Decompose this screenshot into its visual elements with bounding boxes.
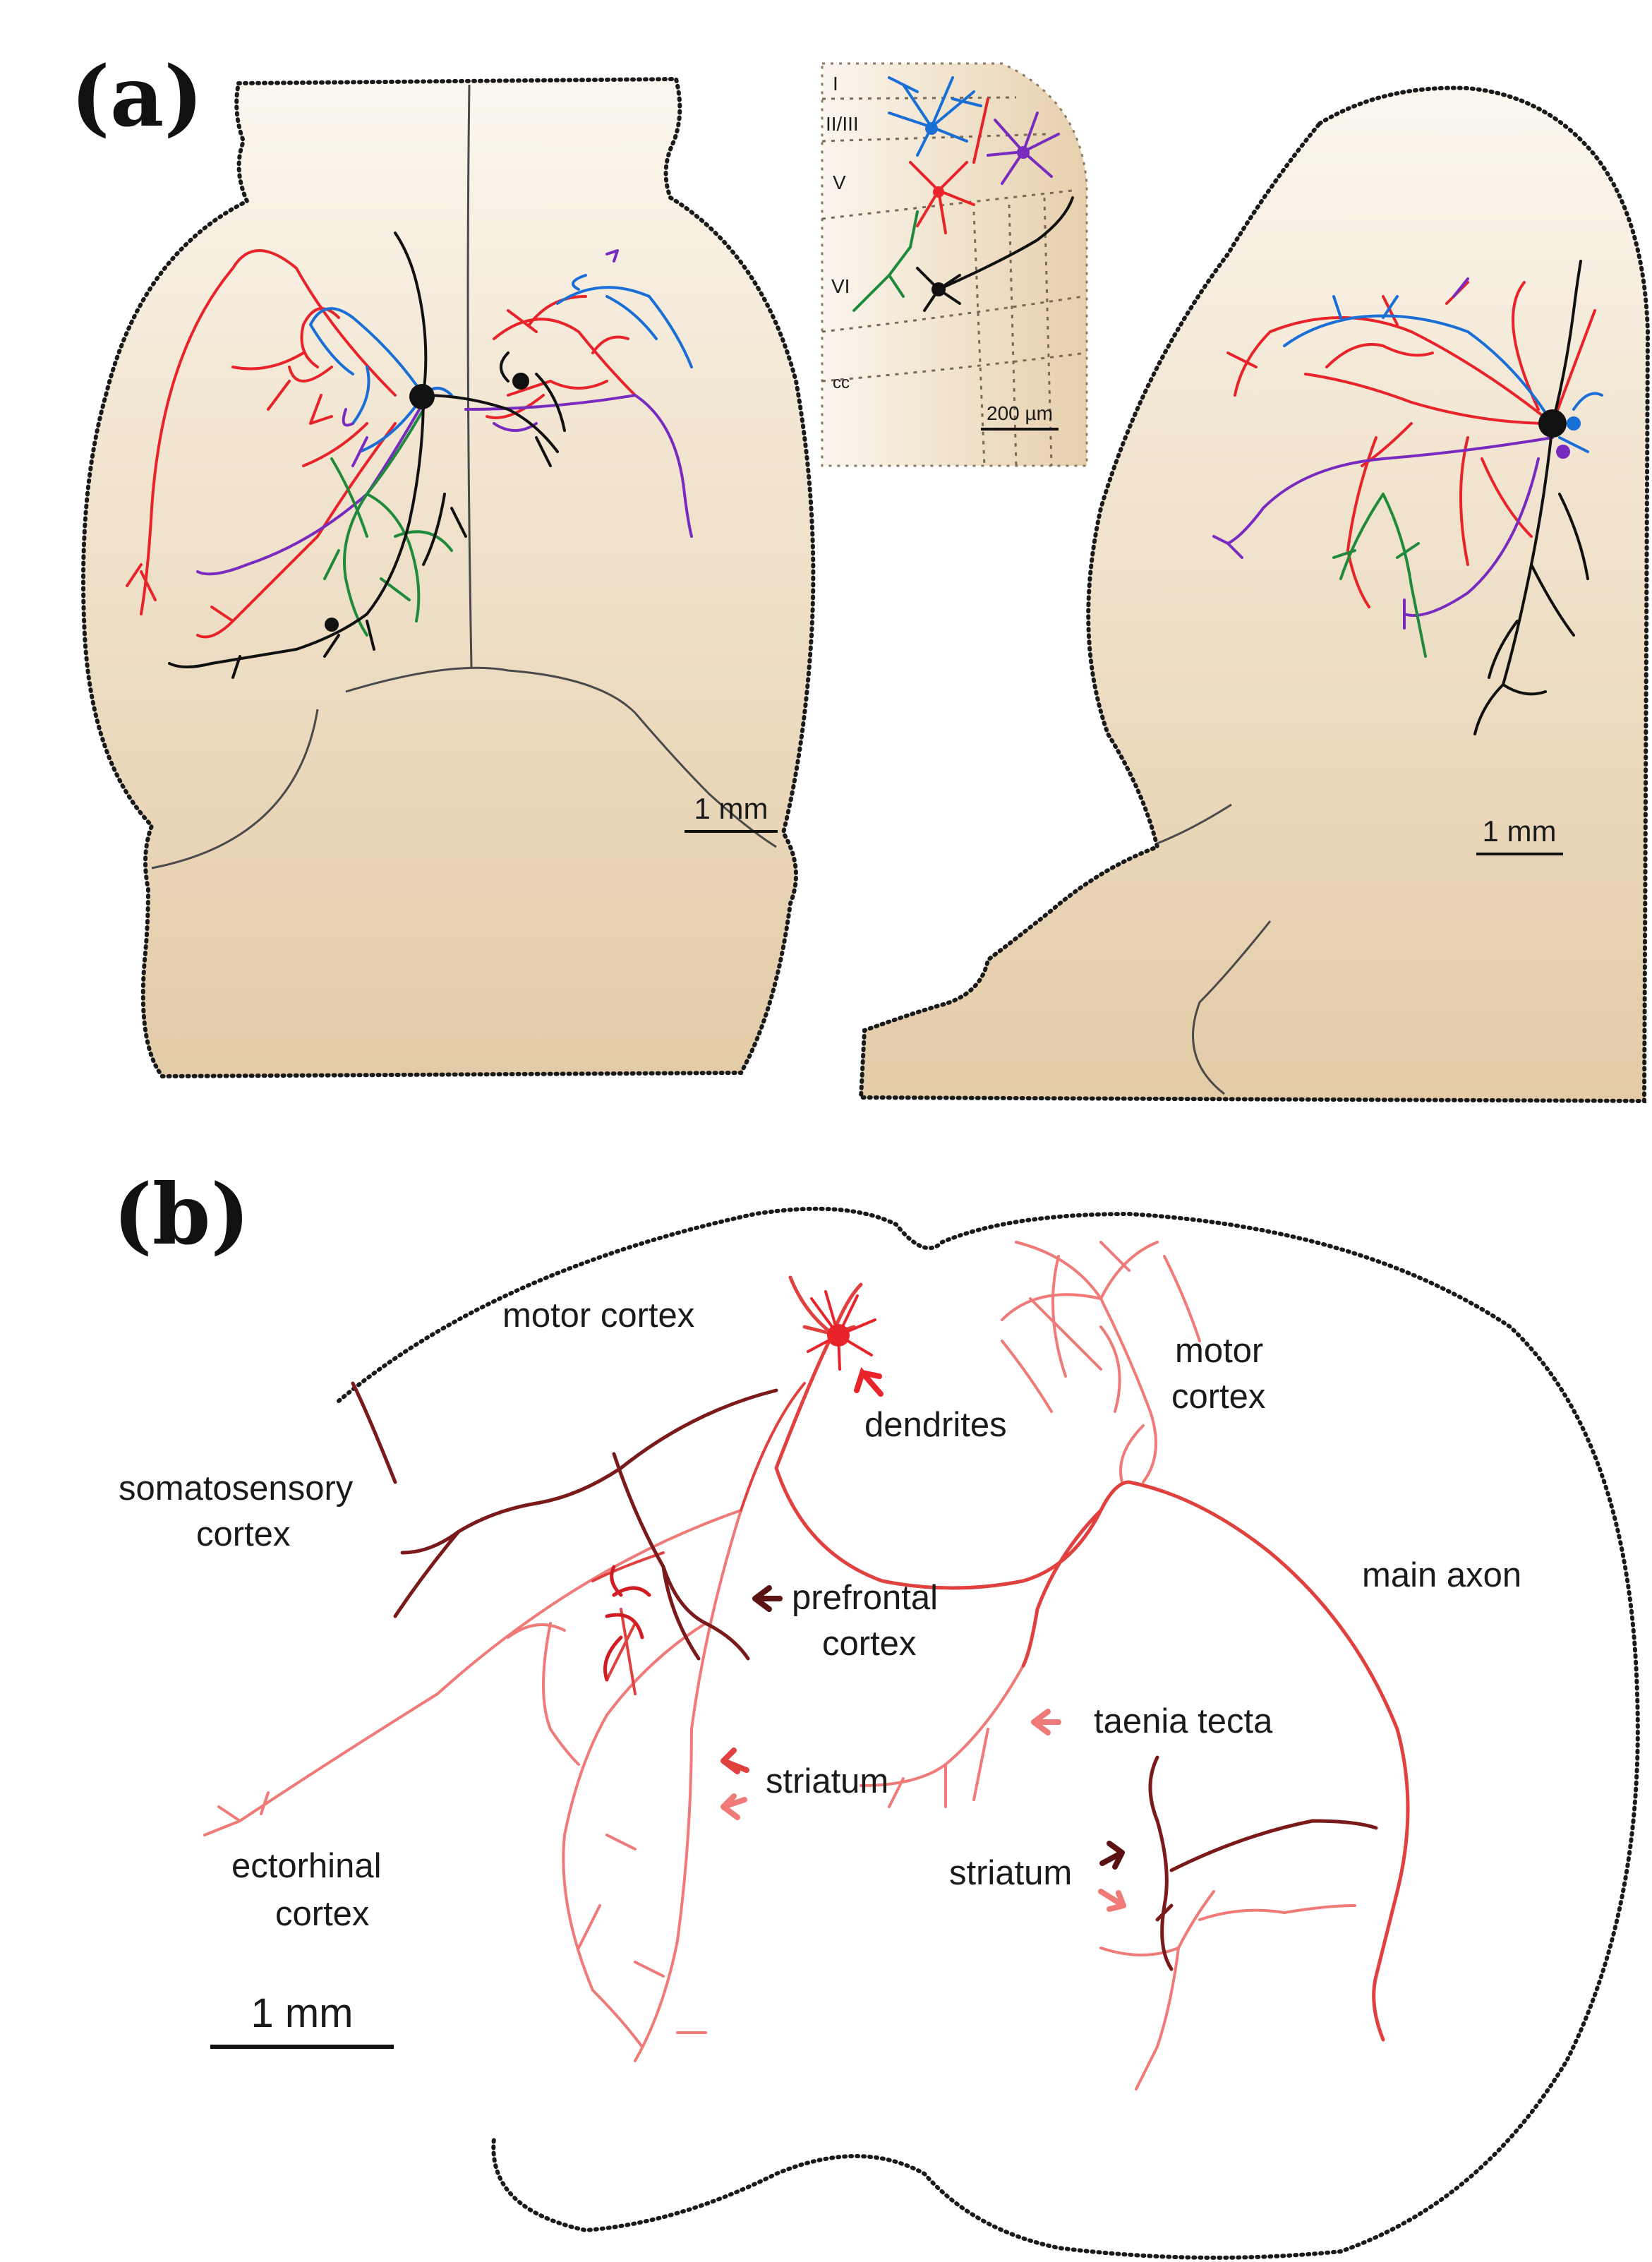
- lateral-scale-label: 1 mm: [1483, 814, 1557, 848]
- label-ectorhinal-2: cortex: [275, 1895, 369, 1933]
- striatum-right-arrow-2: [1098, 1889, 1126, 1912]
- cerebellum-boundary: [151, 666, 777, 870]
- lateral-neurons: [1212, 260, 1603, 735]
- lateral-brain-outline: [858, 85, 1651, 1104]
- axon-arbor: [203, 1241, 1410, 2090]
- label-dendrites: dendrites: [864, 1406, 1007, 1444]
- striatum-left-arrow-2: [721, 1793, 747, 1820]
- label-motor-cortex-right-1: motor: [1175, 1332, 1263, 1370]
- dorsal-brain-view: 1 mm: [81, 76, 816, 1079]
- dorsal-neurons: [126, 231, 693, 679]
- inset-layer-II-III: II/III: [826, 113, 859, 135]
- label-prefrontal-1: prefrontal: [792, 1579, 938, 1617]
- prefrontal-arrow: [752, 1585, 783, 1612]
- cortical-layer-inset: I II/III V VI cc 200 µm: [821, 62, 1088, 467]
- panel-b-scale-label: 1 mm: [251, 1990, 354, 2036]
- inset-layer-VI: VI: [831, 275, 850, 297]
- main-axon-path: [774, 1275, 1410, 2042]
- lateral-brain-view: 1 mm: [858, 85, 1651, 1104]
- label-somatosensory-1: somatosensory: [119, 1469, 354, 1508]
- midline: [466, 84, 473, 668]
- dendrites-arrow: [854, 1367, 884, 1397]
- label-striatum-left: striatum: [766, 1762, 888, 1800]
- label-ectorhinal-1: ectorhinal: [231, 1847, 381, 1885]
- dorsal-brain-outline: [81, 76, 816, 1079]
- inset-neurons: [852, 76, 1074, 312]
- dorsal-scale-label: 1 mm: [694, 792, 768, 825]
- panel-a-letter: (a): [71, 47, 203, 145]
- inset-layer-cc: cc: [833, 373, 850, 392]
- inset-background: [821, 62, 1088, 467]
- inset-layer-I: I: [833, 73, 838, 95]
- label-motor-cortex-left: motor cortex: [502, 1297, 694, 1335]
- label-prefrontal-2: cortex: [822, 1625, 916, 1663]
- label-taenia-tecta: taenia tecta: [1094, 1702, 1273, 1740]
- label-somatosensory-2: cortex: [196, 1515, 290, 1553]
- coronal-section: motor cortex dendrites motor cortex soma…: [119, 1206, 1640, 2260]
- soma: [827, 1324, 850, 1347]
- panel-b-letter: (b): [113, 1165, 250, 1263]
- striatum-right-arrow-1: [1099, 1841, 1125, 1870]
- label-main-axon: main axon: [1362, 1556, 1521, 1594]
- label-striatum-right: striatum: [949, 1854, 1072, 1892]
- label-motor-cortex-right-2: cortex: [1171, 1378, 1265, 1416]
- taenia-tecta-arrow: [1031, 1709, 1061, 1735]
- striatum-left-arrow-1: [721, 1747, 749, 1774]
- inset-layer-V: V: [833, 172, 846, 193]
- lateral-cerebellum-boundary: [1157, 803, 1272, 1095]
- arrows: [721, 1367, 1126, 1912]
- inset-scale-label: 200 µm: [987, 402, 1053, 424]
